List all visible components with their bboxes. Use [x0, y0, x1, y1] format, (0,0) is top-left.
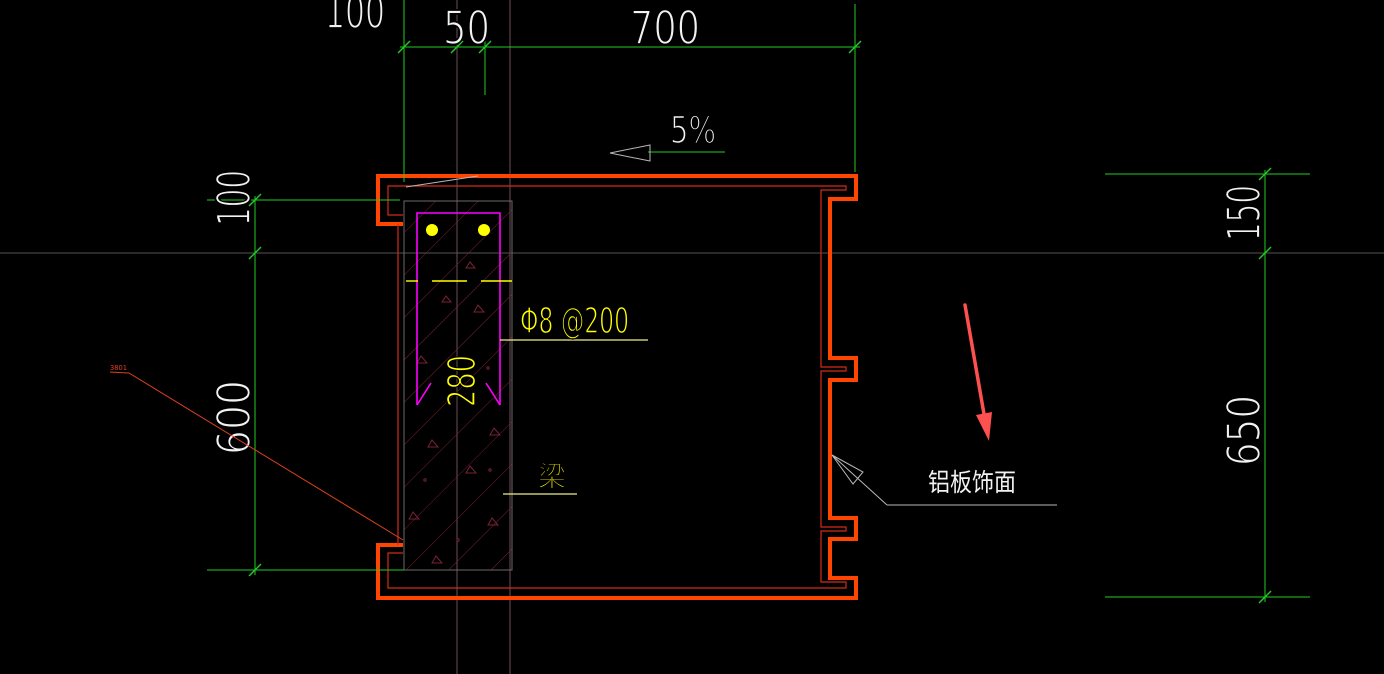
dim-text-top-50: 50 — [443, 1, 490, 55]
rebar-left — [426, 224, 438, 236]
tag-text: 3801 — [110, 364, 127, 372]
tag-underline — [109, 371, 130, 374]
finish-leader — [831, 454, 1057, 506]
left-dimension — [207, 193, 404, 577]
top-dimension — [397, 0, 862, 182]
dim-text-top-100: 100 — [325, 0, 385, 39]
dim-text-left-100: 100 — [207, 170, 261, 226]
concrete-beam — [403, 200, 513, 571]
stirrup — [416, 212, 501, 406]
tag-leader — [128, 372, 404, 541]
beam-edge — [403, 200, 513, 571]
aluminum-panel-inner-line — [387, 185, 847, 589]
dim-text-right-150: 150 — [1217, 185, 1271, 241]
finish-label-text: 铝板饰面 — [928, 468, 1016, 497]
beam-aggregate-marks — [408, 261, 502, 564]
slope-arrow — [609, 144, 725, 162]
dim-text-right-650: 650 — [1217, 395, 1271, 466]
markup-arrow-icon — [963, 303, 992, 441]
beam-depth-text: 280 — [440, 355, 484, 407]
panel-top-slope-line — [405, 175, 479, 188]
dim-text-left-600: 600 — [207, 380, 261, 455]
right-dimension — [1105, 167, 1310, 604]
aluminum-panel-outline — [376, 174, 858, 600]
beam-hatch — [404, 201, 512, 570]
slope-text: 5% — [670, 109, 716, 152]
dim-text-top-700: 700 — [630, 1, 700, 55]
rebar-right — [478, 224, 490, 236]
rebar-spec-text: Φ8 @200 — [520, 301, 629, 342]
beam-label-text: 梁 — [538, 460, 566, 493]
